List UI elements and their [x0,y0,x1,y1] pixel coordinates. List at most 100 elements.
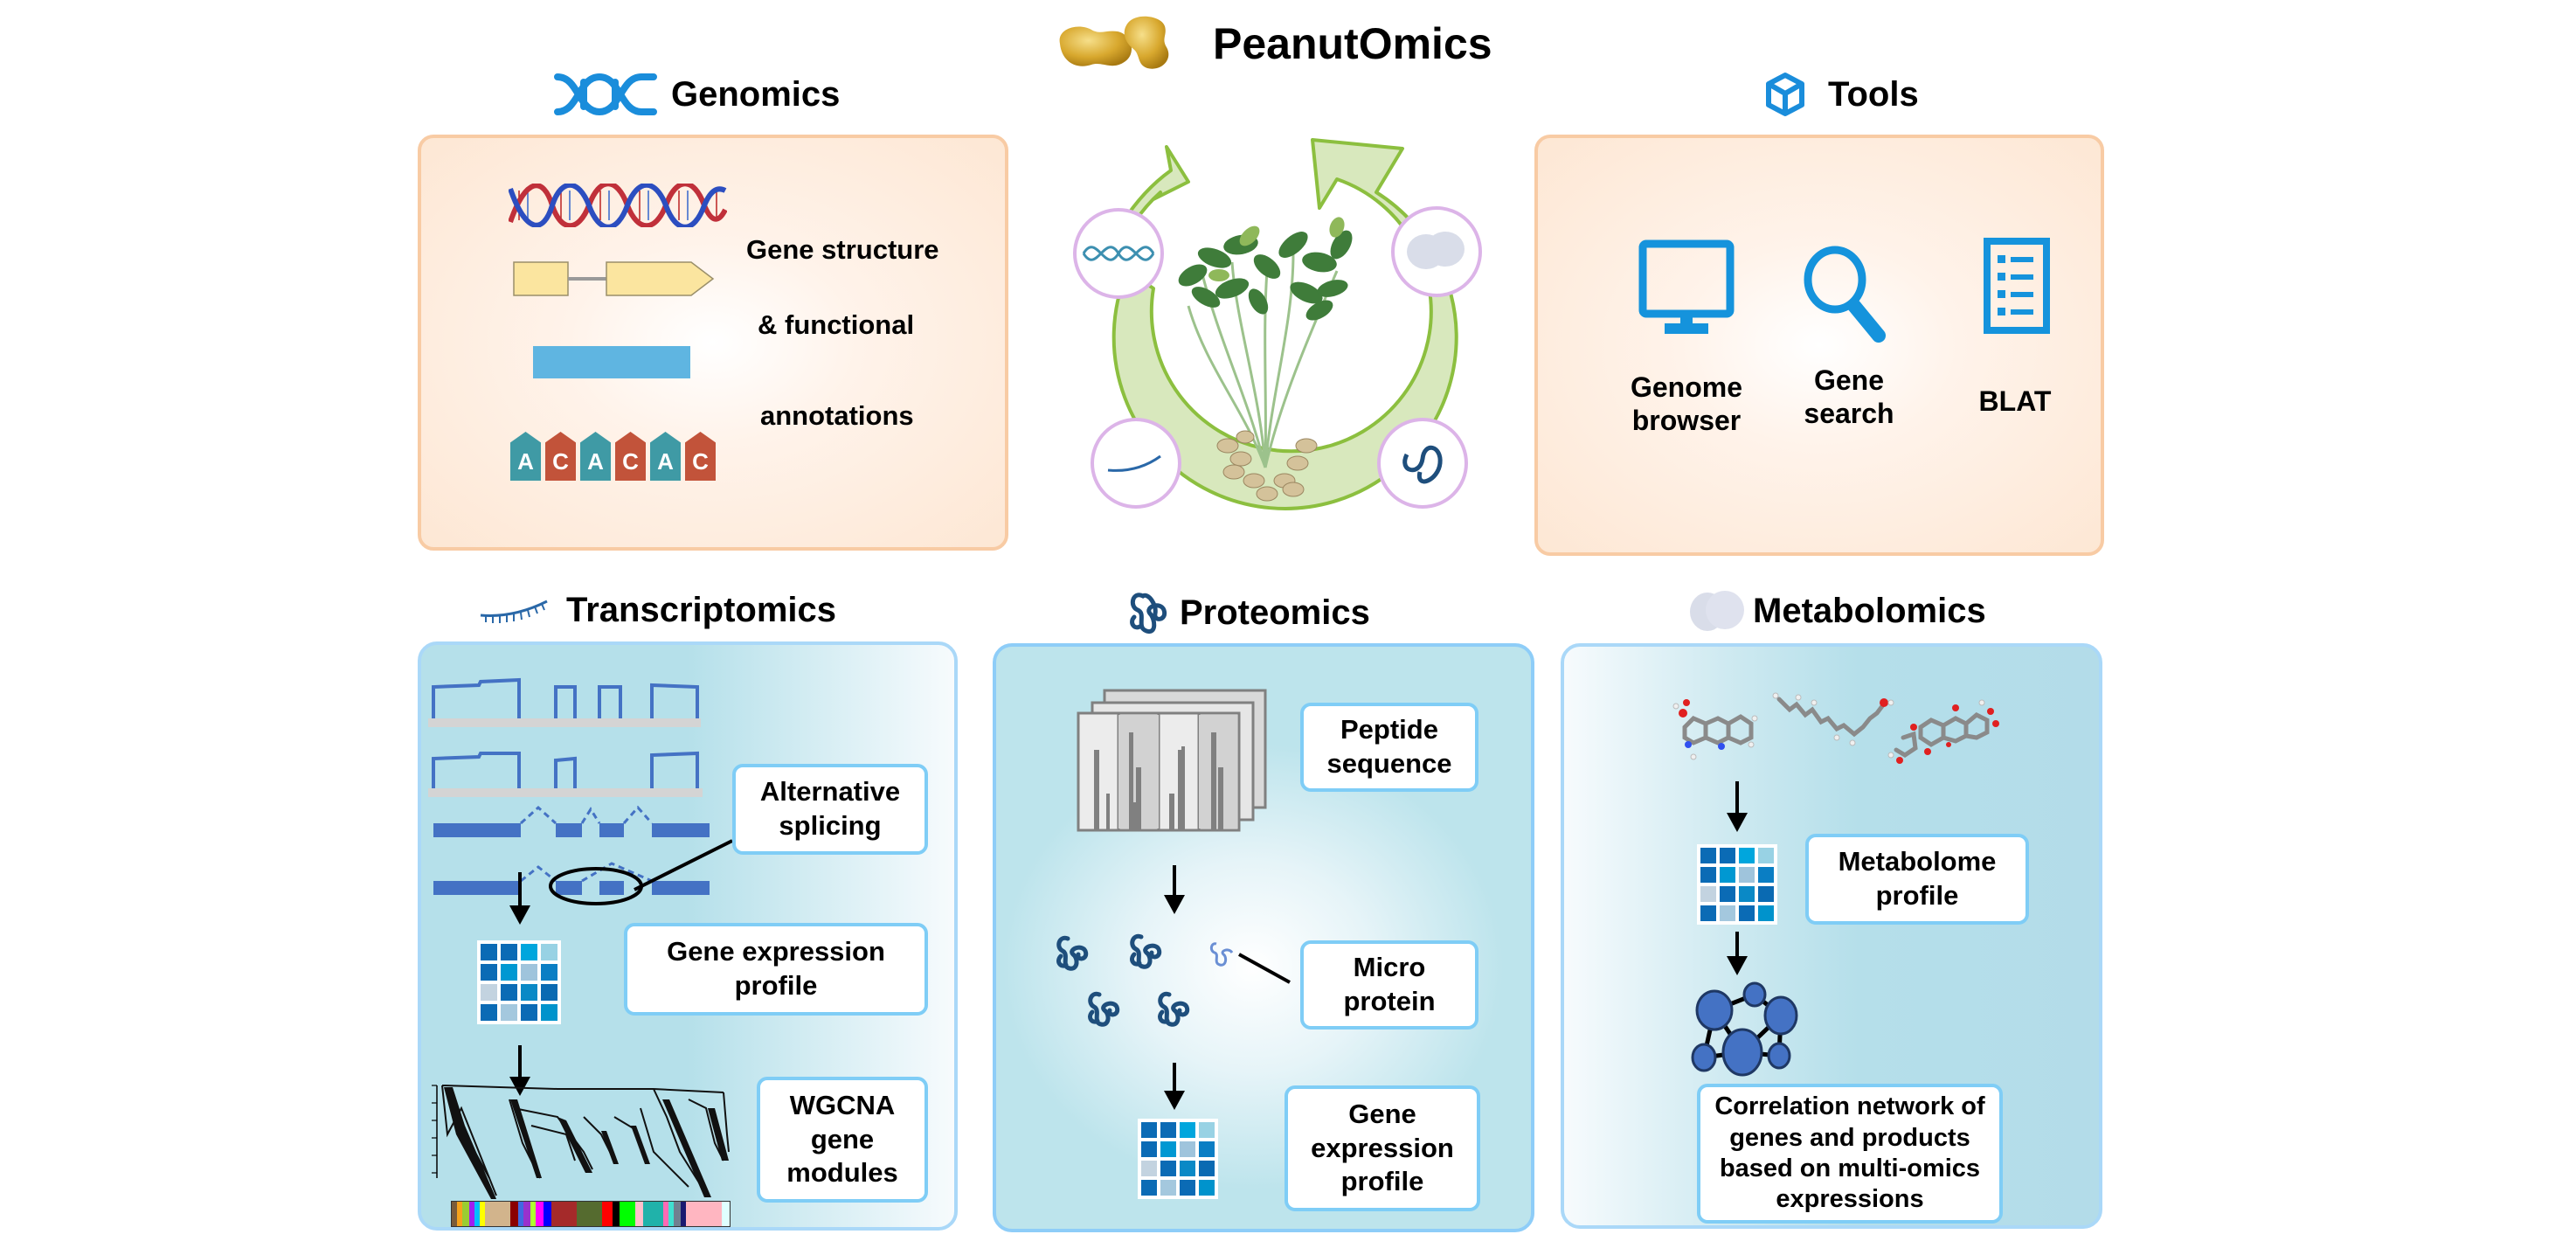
module-color-segment [668,1202,674,1226]
gene-structure-graphic [513,261,715,296]
tool-blat[interactable] [1984,238,2053,338]
module-color-segment [469,1202,475,1226]
arrow-down [1727,932,1748,975]
nucleotide-c: C [545,432,576,481]
metabolomics-heading: Metabolomics [1688,587,1986,634]
magnifier-icon [1804,246,1886,343]
heatmap-cell [521,944,537,960]
peanut-icon [1059,16,1169,69]
dna-helix-icon [554,73,657,116]
module-color-segment [536,1202,544,1226]
heatmap-cell [1700,905,1716,921]
nucleotide-a: A [650,432,681,481]
genomics-text-line-2: & functional [758,309,915,340]
tools-heading: Tools [1765,72,1919,117]
heatmap-cell [1141,1141,1157,1157]
heatmap-cell [1758,867,1774,883]
heatmap-cell [1180,1141,1195,1157]
module-color-segment [523,1202,531,1226]
nucleotide-c: C [615,432,646,481]
heatmap-cell [481,964,497,981]
heatmap-cell [1180,1122,1195,1138]
genomics-text-line-3: annotations [760,400,914,431]
cycle-node-protein [1377,418,1468,509]
heatmap-cell [541,1004,557,1021]
alt-splice-row [433,862,710,905]
metabolite-cloud-icon [1690,591,1744,631]
tools-title: Tools [1828,74,1919,114]
heatmap-cell [1758,848,1774,863]
tool-gene-search-label[interactable]: Gene search [1804,364,1894,430]
arrow-down [1727,781,1748,832]
transcriptomics-heading: Transcriptomics [479,591,836,630]
nucleotide-a: A [580,432,611,481]
heatmap-cell [1720,886,1735,902]
arrow-down [1164,865,1185,914]
list-document-icon [1984,238,2050,334]
tool-genome-browser[interactable] [1613,239,1762,336]
tools-panel: Genome browser Gene search BLAT [1534,135,2104,556]
heatmap-cell [1758,905,1774,921]
heatmap-cell [1180,1161,1195,1176]
module-color-segment [612,1202,620,1226]
heatmap-cell [1160,1141,1176,1157]
heatmap-cell [521,964,537,981]
tool-gene-search[interactable] [1800,243,1896,350]
heatmap-cell [501,944,517,960]
transcriptomics-title: Transcriptomics [566,591,837,629]
cycle-node-metabolite [1391,206,1482,297]
heatmap-cell [1180,1180,1195,1196]
heatmap-cell [1720,848,1735,863]
module-color-segment [517,1202,523,1226]
module-color-segment [484,1202,511,1226]
micro-protein-icon [1209,942,1291,984]
heatmap-cell [481,944,497,960]
module-color-segment [602,1202,613,1226]
heatmap-cell [1700,848,1716,863]
functional-annotation-bar [533,346,690,378]
module-color-segment [620,1202,635,1226]
module-color-segment [452,1202,457,1226]
cycle-node-rna [1091,418,1181,509]
heatmap-cell [1141,1161,1157,1176]
heatmap-cell [541,944,557,960]
heatmap-cell [1720,867,1735,883]
omics-cycle-diagram [1073,138,1482,510]
app-title: PeanutOmics [1213,18,1492,68]
module-color-segment [686,1202,723,1226]
gene-expression-profile-label: Gene expression profile [1285,1085,1480,1211]
heatmap-cell [1739,886,1755,902]
heatmap-cell [1199,1180,1215,1196]
nucleotide-a: A [510,432,541,481]
heatmap-cell [481,984,497,1001]
gene-expression-heatmap [477,940,561,1024]
heatmap-cell [501,964,517,981]
module-color-segment [722,1202,730,1226]
dna-double-helix-graphic [509,184,727,227]
peanut-plant-illustration [1178,217,1353,502]
arrow-down [509,1045,530,1096]
tool-genome-browser-label[interactable]: Genome browser [1630,371,1743,437]
module-color-segment [461,1202,470,1226]
wgcna-dendrogram [432,1085,730,1199]
mass-spectra-graphic [1077,689,1267,832]
cube-icon [1766,73,1804,116]
arrow-down [1164,1063,1185,1110]
arrow-down [509,872,530,925]
tool-blat-label[interactable]: BLAT [1978,385,2052,417]
heatmap-cell [1160,1122,1176,1138]
module-color-segment [551,1202,577,1226]
wgcna-module-color-bar [451,1201,731,1227]
heatmap-cell [1160,1161,1176,1176]
proteomics-title: Proteomics [1180,593,1370,632]
heatmap-cell [541,964,557,981]
heatmap-cell [1160,1180,1176,1196]
heatmap-cell [1739,905,1755,921]
heatmap-cell [1141,1122,1157,1138]
correlation-network-label: Correlation network of genes and product… [1697,1084,2003,1224]
module-color-segment [474,1202,481,1226]
protein-fold-icon [1130,593,1167,634]
app-header: PeanutOmics [1053,10,1492,76]
heatmap-cell [1199,1161,1215,1176]
